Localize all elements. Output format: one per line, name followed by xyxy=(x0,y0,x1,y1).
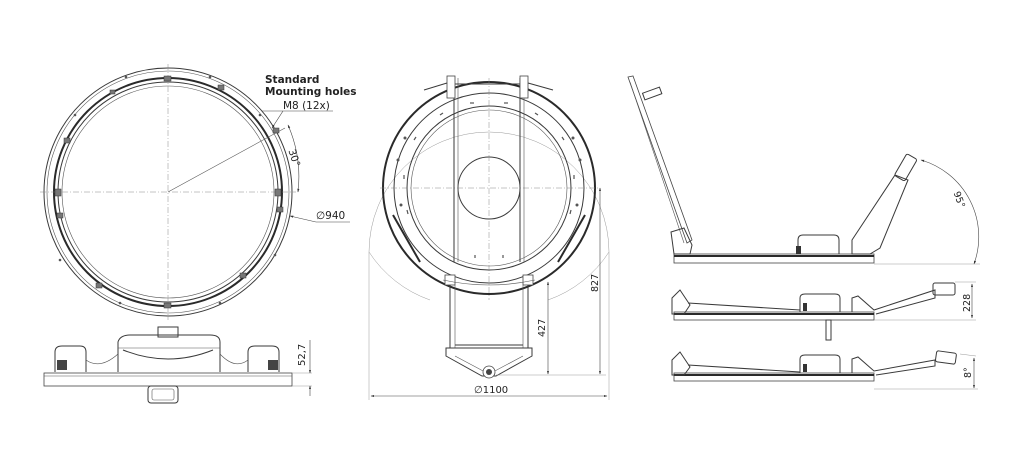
diameter-symbol: ∅ xyxy=(316,210,326,222)
height-228-label: 228 xyxy=(962,293,973,312)
diameter-1100-label: ∅1100 xyxy=(474,385,508,396)
dim-427-label: 427 xyxy=(537,318,548,337)
callout-title-line2: Mounting holes xyxy=(265,86,357,98)
front-view xyxy=(368,75,610,400)
diameter-value: 940 xyxy=(325,210,346,222)
diameter-symbol: ∅ xyxy=(474,385,483,396)
open-view-folded xyxy=(671,281,976,341)
side-view-closed xyxy=(43,326,312,404)
open-view-tilted xyxy=(671,350,978,390)
callout-title: Standard Mounting holes xyxy=(265,74,357,98)
height-52-7-label: 52,7 xyxy=(297,343,308,366)
tilt-angle-label: 8° xyxy=(963,367,974,378)
diameter-940-label: ∅940 xyxy=(316,210,345,222)
callout-title-line1: Standard xyxy=(265,74,320,86)
callout-spec: M8 (12x) xyxy=(283,100,330,112)
open-view-lid-raised xyxy=(627,75,980,265)
top-view-ring xyxy=(40,64,296,320)
dim-827-label: 827 xyxy=(590,273,601,292)
diameter-value: 1100 xyxy=(482,385,509,396)
mounting-holes-callout xyxy=(262,110,350,223)
